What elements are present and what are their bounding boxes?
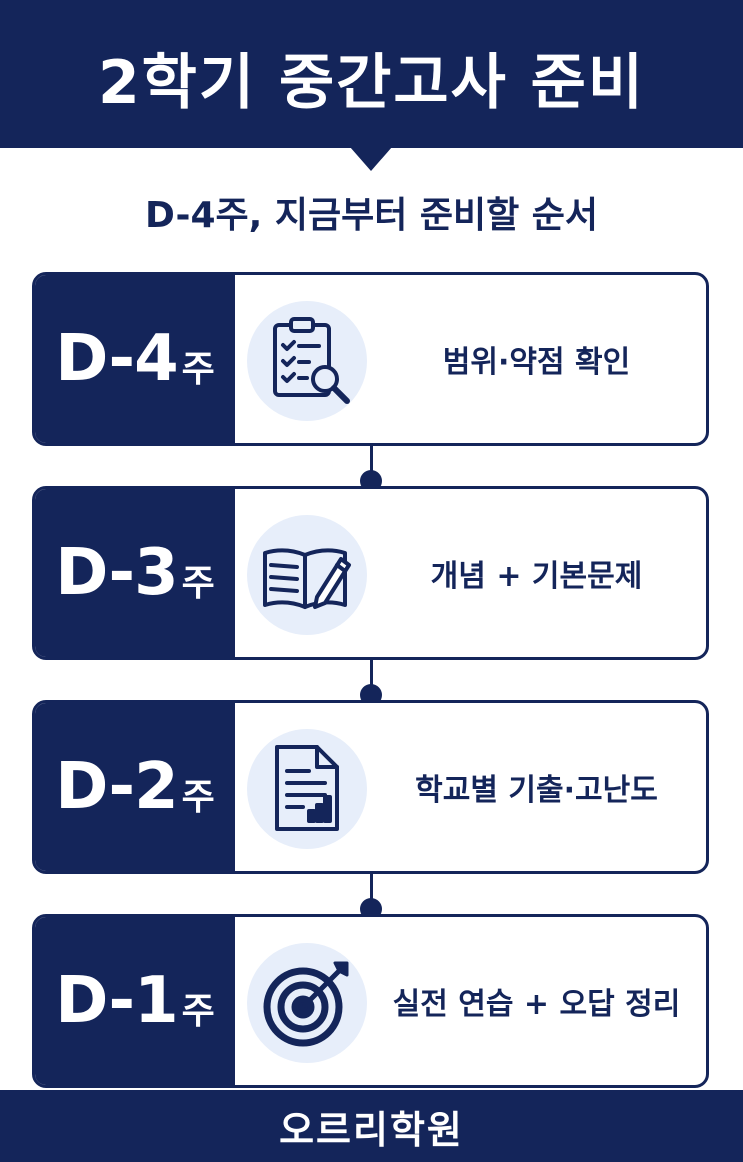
timeline-connector <box>370 660 373 700</box>
timeline-connector <box>370 446 373 486</box>
target-arrow-icon <box>247 943 367 1063</box>
step-week: D-2 <box>55 750 178 824</box>
step-week-suffix: 주 <box>181 563 215 604</box>
step-card-d3: D-3 주 개념 + 기본문제 <box>32 486 709 660</box>
step-week-suffix: 주 <box>181 349 215 390</box>
step-week-label: D-1 주 <box>35 917 235 1085</box>
step-week-suffix: 주 <box>181 991 215 1032</box>
checklist-magnifier-icon <box>247 301 367 421</box>
document-chart-icon <box>247 729 367 849</box>
footer-banner: 오르리학원 <box>0 1090 743 1162</box>
step-card-d2: D-2 주 학교별 기출·고난도 <box>32 700 709 874</box>
page-title: 2학기 중간고사 준비 <box>97 48 646 118</box>
step-week-label: D-4 주 <box>35 275 235 443</box>
step-text: 실전 연습 + 오답 정리 <box>392 987 681 1022</box>
open-book-pencil-icon <box>247 515 367 635</box>
subtitle: D-4주, 지금부터 준비할 순서 <box>144 195 599 236</box>
step-card-d1: D-1 주 실전 연습 + 오답 정리 <box>32 914 709 1088</box>
step-card-d4: D-4 주 범위·약점 확인 <box>32 272 709 446</box>
step-text: 개념 + 기본문제 <box>430 559 643 594</box>
step-week: D-3 <box>55 536 178 610</box>
header-pointer <box>350 147 392 171</box>
step-text: 학교별 기출·고난도 <box>415 773 658 808</box>
header-banner: 2학기 중간고사 준비 <box>0 0 743 148</box>
timeline-connector <box>370 874 373 914</box>
step-week: D-4 <box>55 322 178 396</box>
step-week: D-1 <box>55 964 178 1038</box>
academy-name: 오르리학원 <box>279 1107 464 1152</box>
step-week-suffix: 주 <box>181 777 215 818</box>
step-week-label: D-2 주 <box>35 703 235 871</box>
step-week-label: D-3 주 <box>35 489 235 657</box>
step-text: 범위·약점 확인 <box>442 345 631 380</box>
